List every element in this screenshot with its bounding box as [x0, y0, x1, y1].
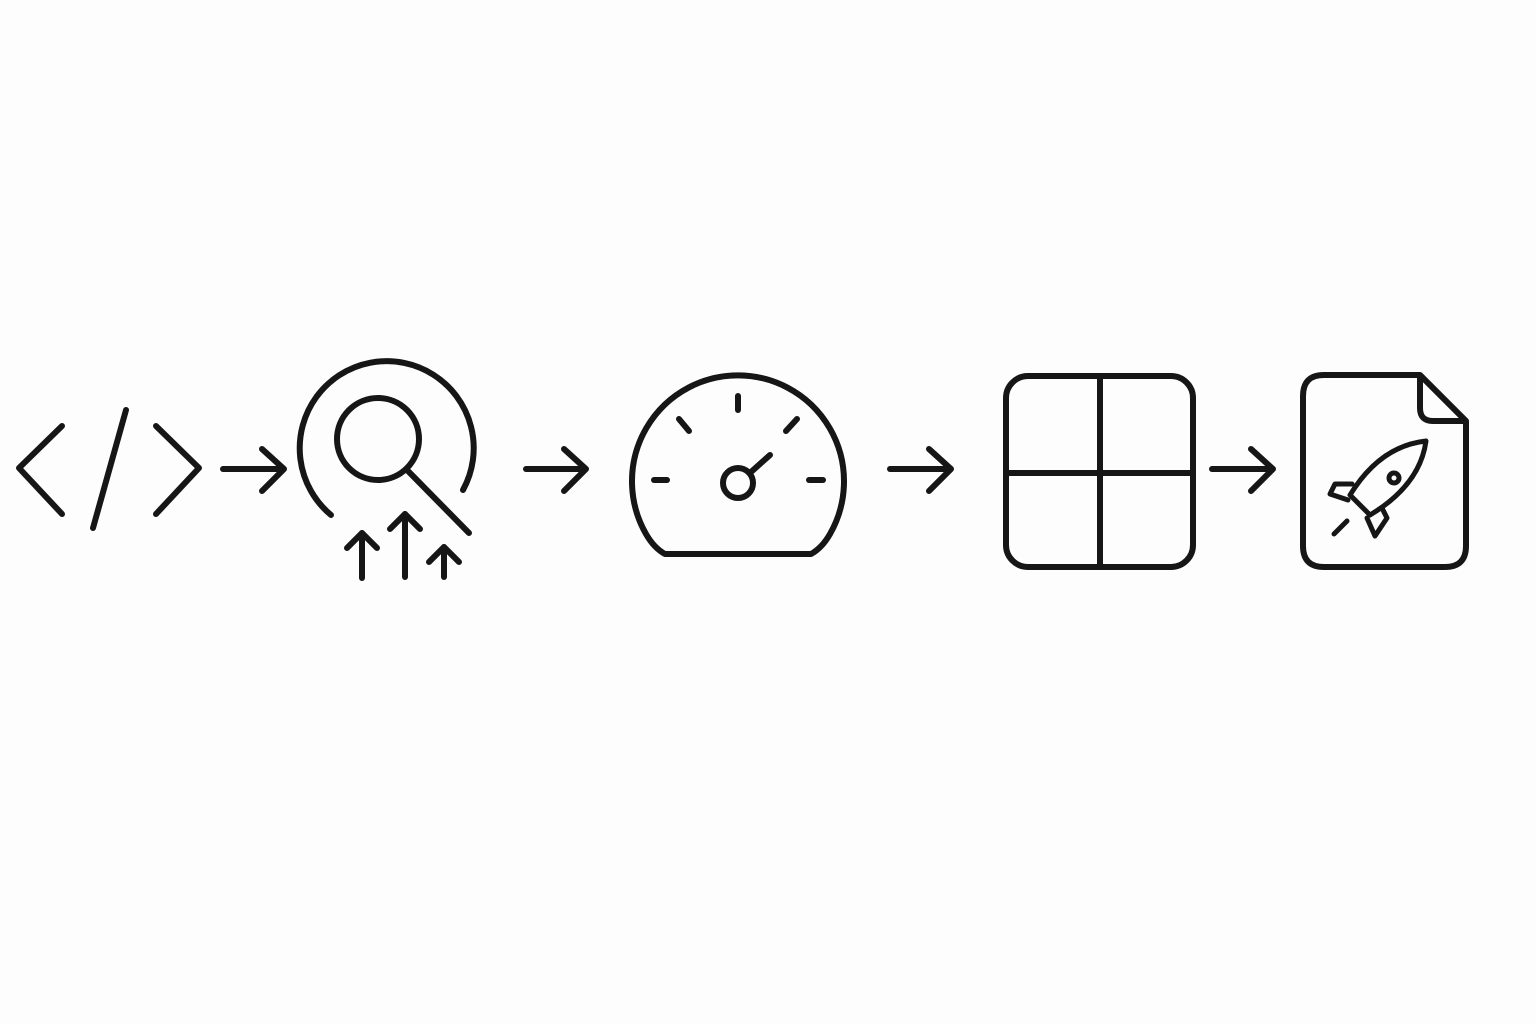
- arrow-right-icon: [220, 446, 287, 494]
- speedometer-icon: [629, 372, 847, 557]
- document-rocket-icon: [1300, 372, 1469, 570]
- grid-layout-icon: [1003, 373, 1196, 570]
- search-ranking-icon: [296, 358, 477, 581]
- arrow-right-icon: [1209, 446, 1276, 494]
- arrow-right-icon: [523, 446, 589, 494]
- code-brackets-icon: [16, 407, 202, 531]
- arrow-right-icon: [887, 446, 954, 494]
